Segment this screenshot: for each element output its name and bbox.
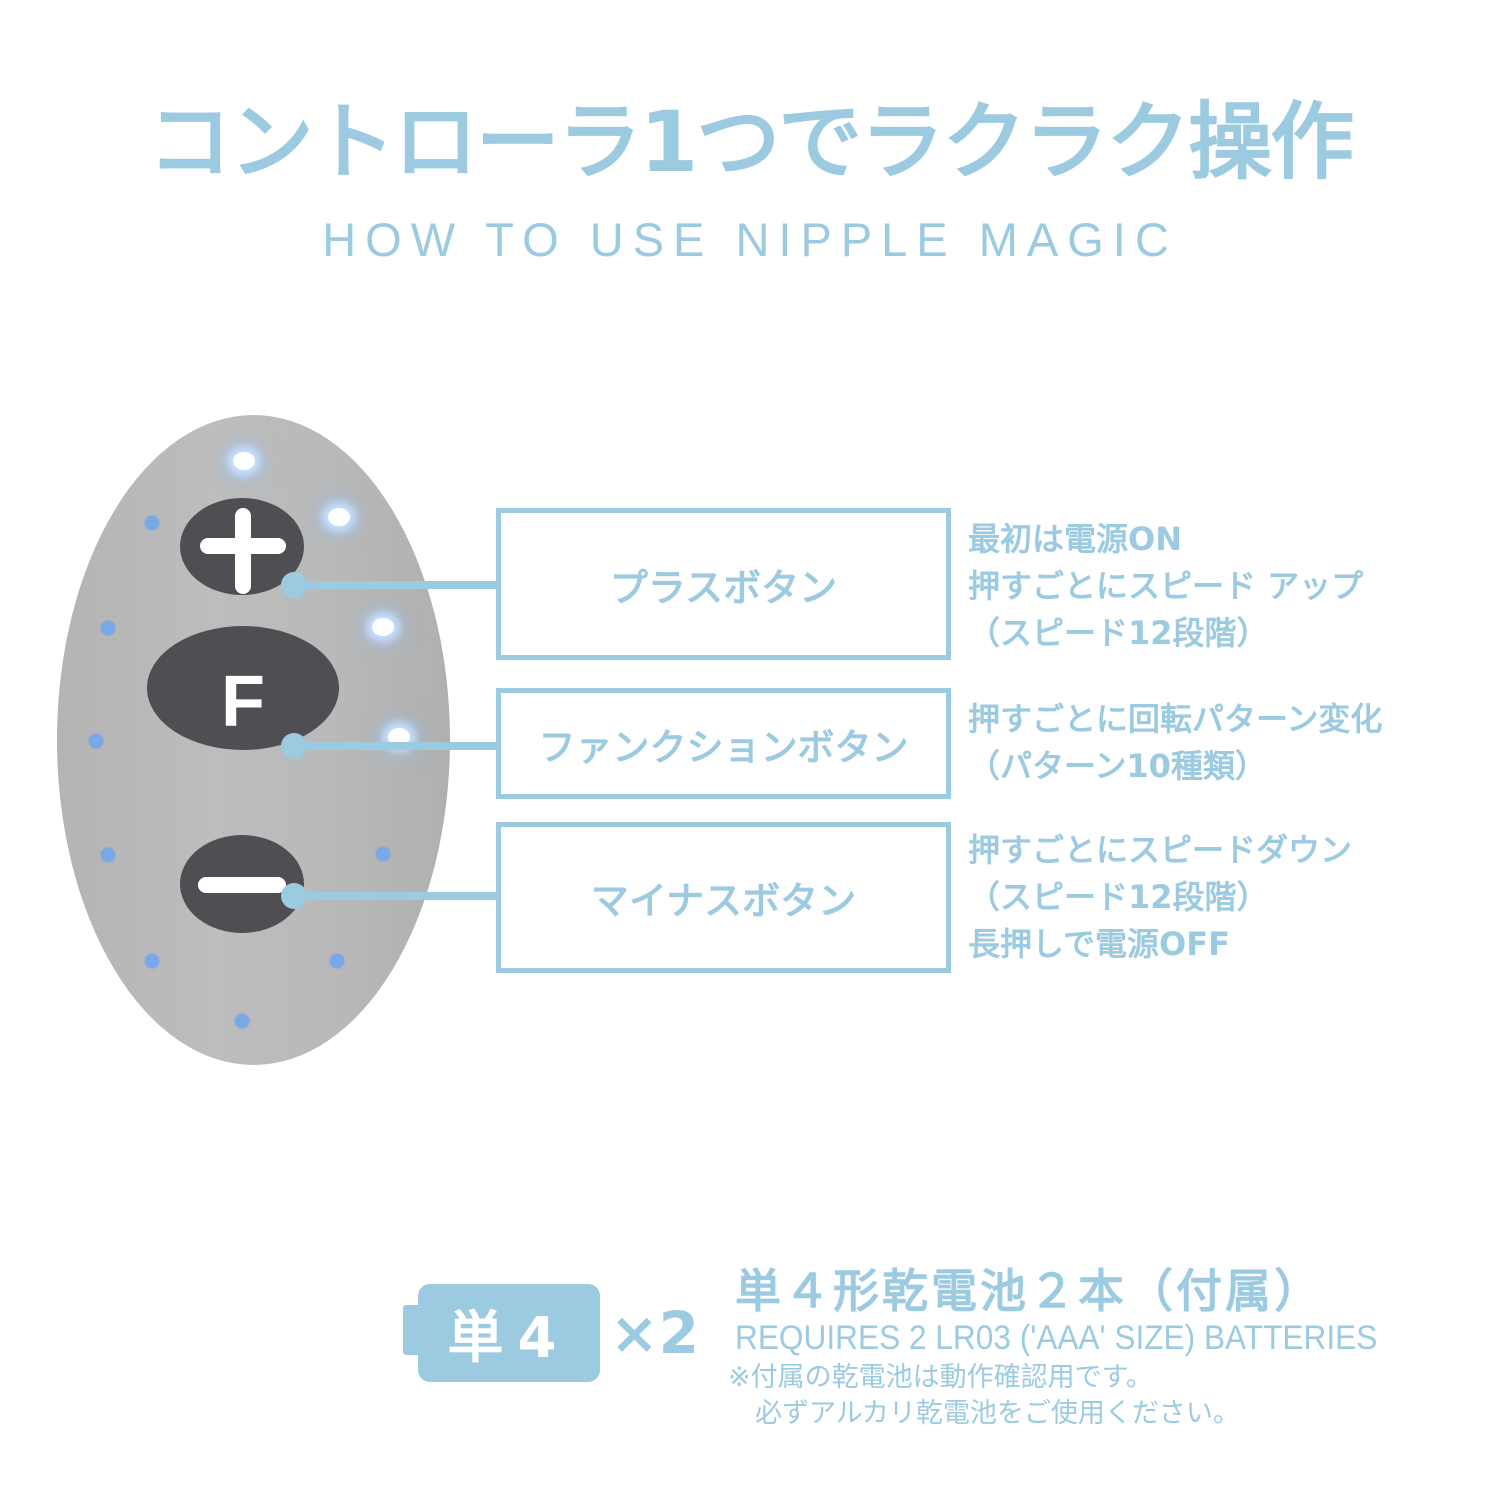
led-lit-icon [233, 452, 255, 470]
led-icon [235, 1014, 249, 1028]
description-minus: 押すごとにスピードダウン （スピード12段階） 長押しで電源OFF [968, 827, 1352, 968]
connector-line-plus [294, 581, 498, 589]
label-minus-button: マイナスボタン [496, 822, 951, 973]
description-line: （パターン10種類） [968, 747, 1267, 785]
led-icon [101, 621, 115, 635]
battery-note-line: ※付属の乾電池は動作確認用です。 [728, 1362, 1153, 1393]
label-text: ファンクションボタン [538, 725, 909, 769]
description-line: （スピード12段階） [968, 878, 1269, 916]
led-icon [376, 847, 390, 861]
description-line: 最初は電源ON [968, 520, 1182, 558]
description-line: 押すごとにスピードダウン [968, 831, 1353, 869]
page-subtitle: HOW TO USE NIPPLE MAGIC [322, 213, 1178, 266]
plus-icon [180, 498, 304, 595]
connector-line-minus [294, 892, 498, 900]
minus-button[interactable] [180, 835, 304, 933]
label-text: マイナスボタン [590, 879, 857, 923]
battery-note-line: 必ずアルカリ乾電池をご使用ください。 [728, 1398, 1240, 1429]
label-function-button: ファンクションボタン [496, 688, 951, 799]
battery-title: 単４形乾電池２本（付属） [735, 1264, 1323, 1318]
battery-icon: 単4 [418, 1284, 600, 1382]
led-icon [101, 848, 115, 862]
description-function: 押すごとに回転パターン変化 （パターン10種類） [968, 696, 1382, 790]
function-button[interactable]: F [147, 626, 339, 750]
led-lit-icon [372, 618, 394, 636]
connector-line-function [294, 742, 498, 750]
minus-icon [180, 835, 304, 933]
led-icon [89, 734, 103, 748]
label-text: プラスボタン [609, 565, 838, 610]
page-title: コントローラ1つでラクラク操作 [147, 93, 1354, 191]
description-line: 押すごとに回転パターン変化 [968, 700, 1383, 738]
battery-english: REQUIRES 2 LR03 ('AAA' SIZE) BATTERIES [735, 1319, 1378, 1357]
plus-button[interactable] [180, 498, 304, 595]
description-line: 長押しで電源OFF [968, 925, 1230, 963]
led-lit-icon [388, 728, 410, 746]
label-plus-button: プラスボタン [496, 508, 951, 660]
description-plus: 最初は電源ON 押すごとにスピード アップ （スピード12段階） [968, 516, 1363, 657]
description-line: 押すごとにスピード アップ [968, 567, 1364, 605]
led-icon [145, 516, 159, 530]
led-icon [330, 954, 344, 968]
battery-multiplier: ×2 [610, 1299, 699, 1367]
led-icon [145, 954, 159, 968]
battery-note: ※付属の乾電池は動作確認用です。 必ずアルカリ乾電池をご使用ください。 [728, 1360, 1240, 1432]
battery-icon-label: 単4 [447, 1305, 571, 1371]
description-line: （スピード12段階） [968, 614, 1269, 652]
led-lit-icon [328, 508, 350, 526]
f-letter-icon: F [221, 662, 265, 742]
